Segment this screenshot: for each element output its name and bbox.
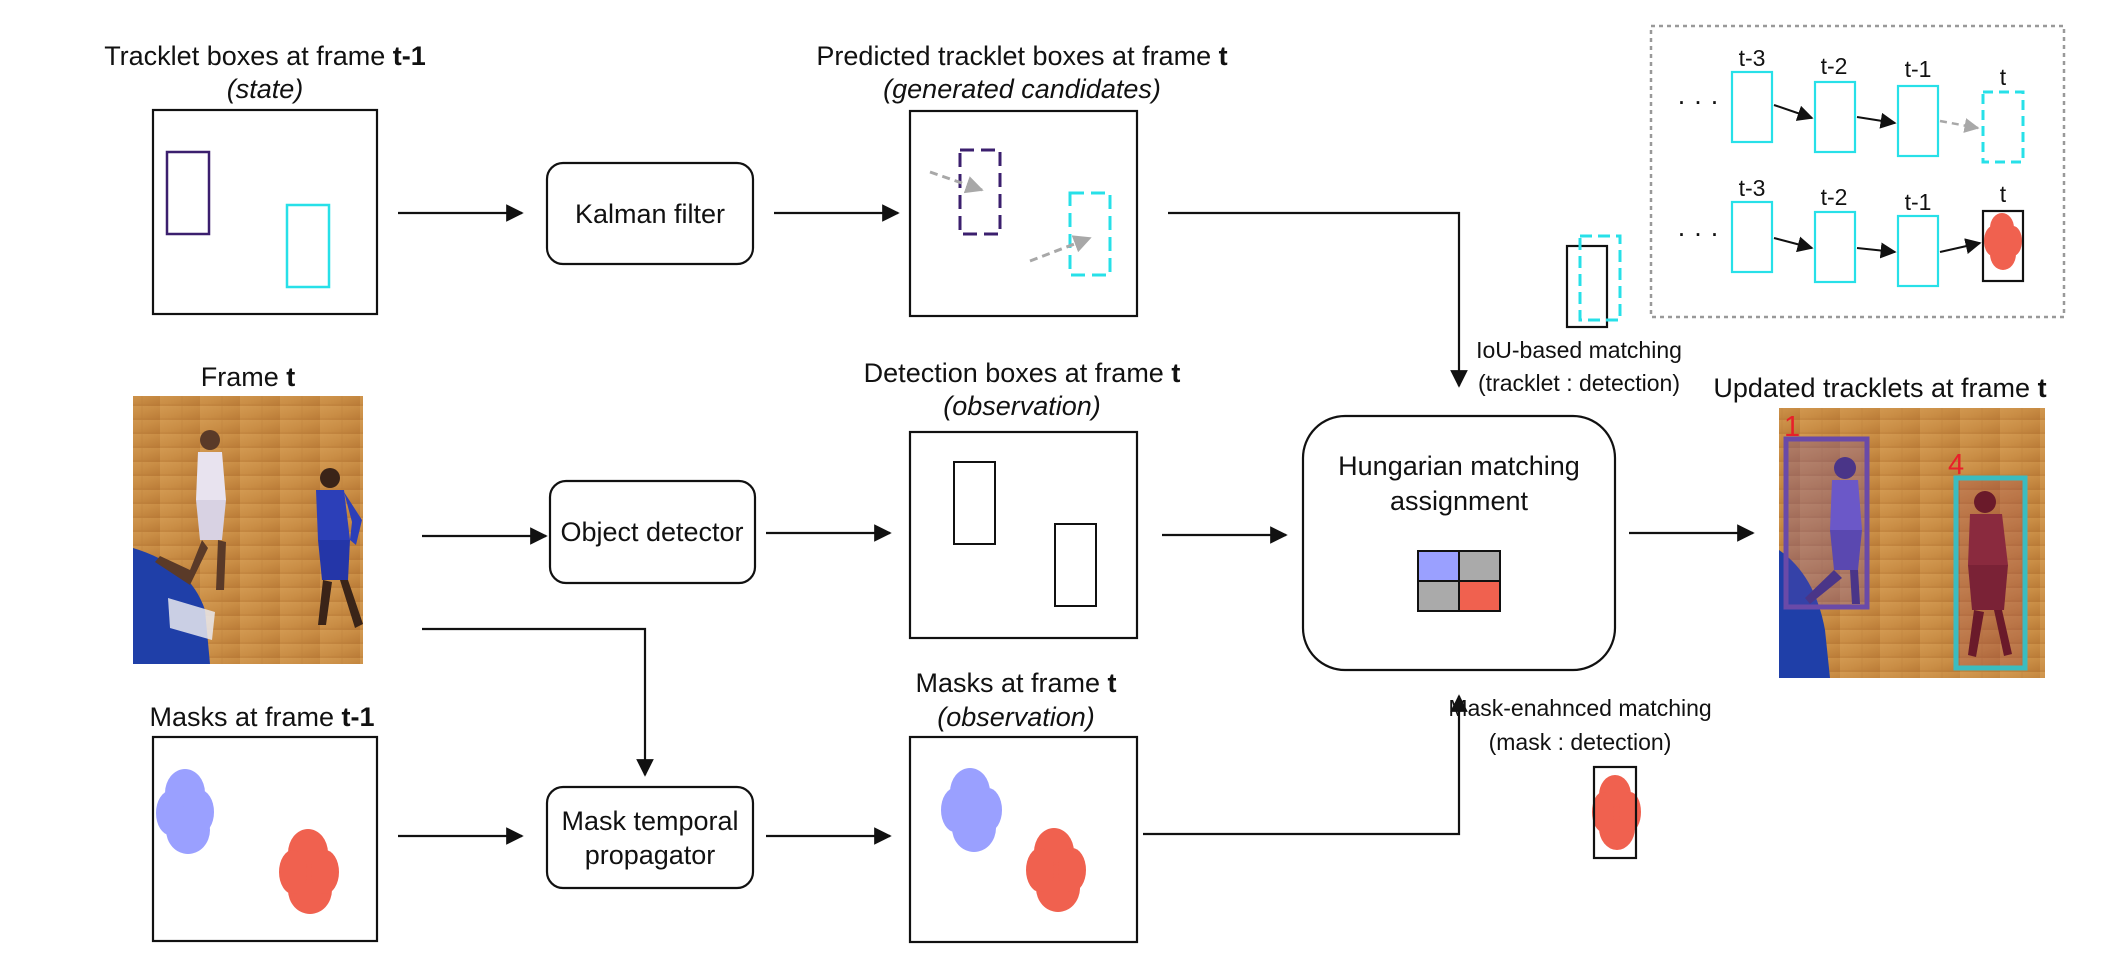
assignment-matrix	[1417, 550, 1501, 612]
inset-row2-label-t2: t-2	[1821, 184, 1848, 210]
arrow-predicted-to-hungarian	[1168, 211, 1468, 388]
mask-propagator-label-line2: propagator	[585, 840, 716, 870]
kalman-filter-label: Kalman filter	[575, 199, 725, 229]
hungarian-box	[1301, 414, 1617, 672]
motion-arrow-cyan	[1029, 235, 1092, 263]
object-detector-box	[548, 479, 757, 585]
inset-row1-label-t: t	[2000, 64, 2007, 90]
inset-row1-dots: · · ·	[1677, 86, 1719, 116]
motion-arrow-purple	[929, 170, 984, 194]
track-id-1: 1	[1784, 411, 1800, 443]
kalman-filter-box	[545, 161, 755, 266]
inset-row1-label-t2: t-2	[1821, 53, 1848, 79]
mask-red-t1	[279, 829, 339, 914]
hungarian-label-line1: Hungarian matching	[1338, 451, 1580, 481]
detection-box-2	[1054, 523, 1097, 607]
inset-row-2: · · · t-3 t-2 t-1 t	[1677, 175, 2025, 288]
hungarian-label-line2: assignment	[1390, 486, 1529, 516]
frame-t-photo	[133, 396, 363, 664]
predicted-subtitle: (generated candidates)	[883, 74, 1161, 104]
iou-tracklet-box	[1578, 234, 1622, 322]
arrow-frame-to-propagator	[422, 627, 654, 777]
updated-tracklets-photo	[1779, 408, 2045, 678]
tracklet-t1-title: Tracklet boxes at frame t-1	[104, 41, 426, 71]
detection-box-1	[953, 461, 996, 545]
iou-detection-box	[1565, 244, 1609, 329]
detection-title: Detection boxes at frame t	[864, 358, 1181, 388]
mask-propagator-label-line1: Mask temporal	[561, 806, 738, 836]
tracklet-t1-subtitle: (state)	[227, 74, 304, 104]
mask-match-icon	[1592, 765, 1641, 860]
tracklet-box-purple	[165, 150, 211, 236]
tracklet-t1-panel	[151, 108, 379, 316]
updated-title: Updated tracklets at frame t	[1713, 373, 2046, 403]
mask-match-label-line2: (mask : detection)	[1489, 729, 1672, 755]
masks-t-subtitle: (observation)	[937, 702, 1095, 732]
inset-row1-label-t1: t-1	[1905, 56, 1932, 82]
inset-row2-dots: · · ·	[1677, 218, 1719, 248]
masks-t-title: Masks at frame t	[915, 668, 1116, 698]
inset-row2-label-t1: t-1	[1905, 189, 1932, 215]
detection-panel	[908, 430, 1139, 640]
object-detector-label: Object detector	[560, 517, 743, 547]
iou-label-line2: (tracklet : detection)	[1478, 370, 1680, 396]
predicted-title: Predicted tracklet boxes at frame t	[816, 41, 1227, 71]
masks-t-panel	[908, 735, 1139, 944]
tracklet-box-cyan	[285, 203, 331, 289]
track-id-4: 4	[1948, 449, 1964, 481]
mask-red-t	[1026, 828, 1086, 912]
frame-t-title: Frame t	[201, 362, 296, 392]
mask-match-label-line1: Mask-enahnced matching	[1448, 695, 1711, 721]
mask-blue-t	[941, 768, 1002, 852]
inset-row-1: · · · t-3 t-2 t-1 t	[1677, 45, 2025, 164]
inset-row2-label-t3: t-3	[1739, 175, 1766, 201]
mask-propagator-box	[545, 785, 755, 890]
mask-blue-t1	[156, 769, 214, 854]
predicted-box-cyan	[1068, 191, 1112, 277]
inset-row1-label-t3: t-3	[1739, 45, 1766, 71]
predicted-panel	[908, 109, 1139, 318]
arrow-masks-to-hungarian	[1143, 694, 1468, 836]
detection-subtitle: (observation)	[943, 391, 1101, 421]
inset-row2-label-t: t	[2000, 181, 2007, 207]
iou-label-line1: IoU-based matching	[1476, 337, 1682, 363]
masks-t1-title: Masks at frame t-1	[149, 702, 374, 732]
